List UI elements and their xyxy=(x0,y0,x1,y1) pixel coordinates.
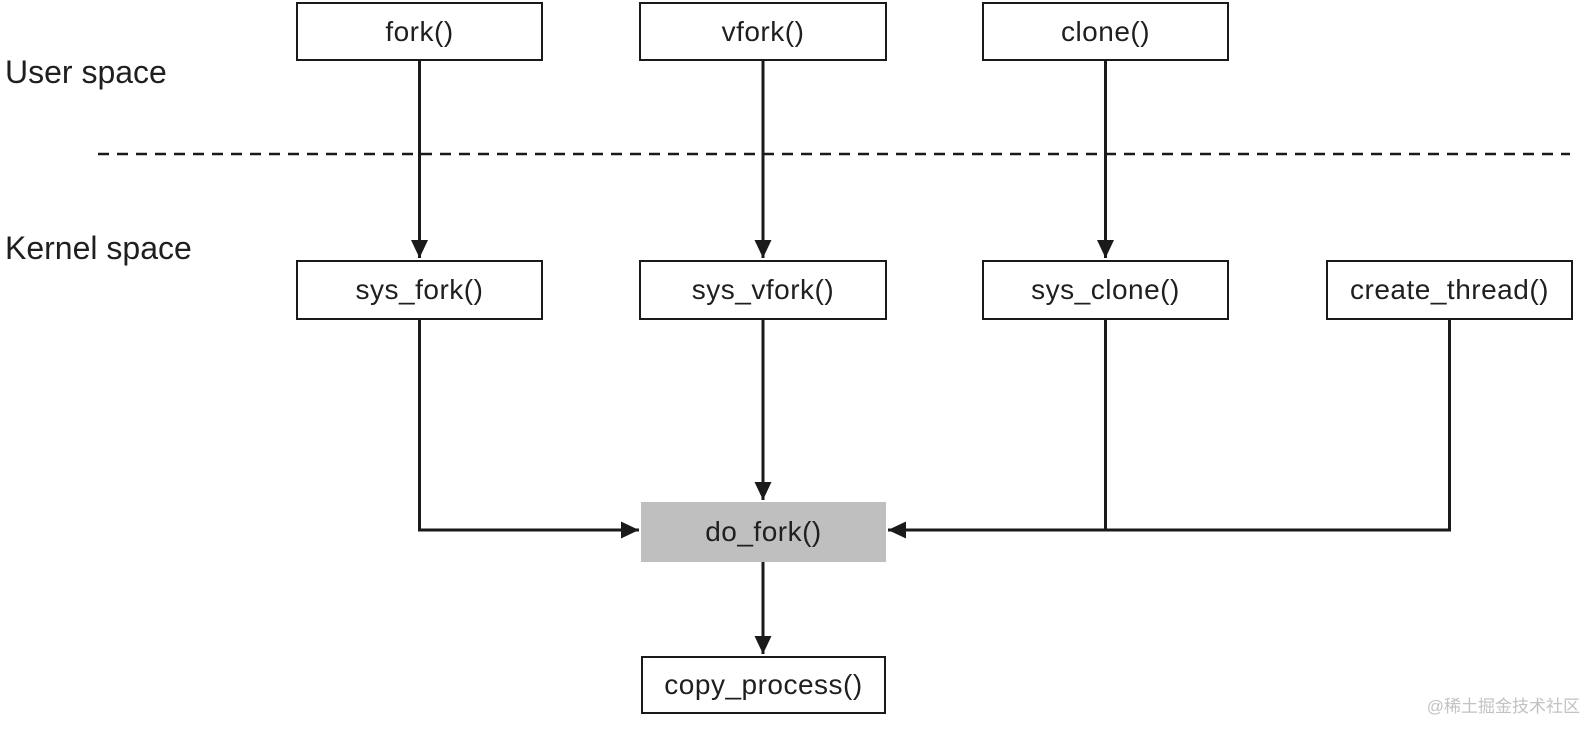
node-fork: fork() xyxy=(296,2,543,61)
user-space-label: User space xyxy=(5,54,167,90)
watermark-text: @稀土掘金技术社区 xyxy=(1426,697,1580,716)
edge-create-thread-to-do-fork xyxy=(888,320,1451,539)
node-create-thread: create_thread() xyxy=(1326,260,1573,320)
node-sys-fork: sys_fork() xyxy=(296,260,543,320)
node-copy-process: copy_process() xyxy=(641,656,886,714)
node-sys-vfork: sys_vfork() xyxy=(639,260,887,320)
node-sys-clone: sys_clone() xyxy=(982,260,1229,320)
kernel-space-label: Kernel space xyxy=(5,230,192,266)
node-do-fork: do_fork() xyxy=(641,502,886,562)
edge-sys-fork-to-do-fork xyxy=(418,320,639,539)
node-vfork: vfork() xyxy=(639,2,887,61)
node-clone: clone() xyxy=(982,2,1229,61)
